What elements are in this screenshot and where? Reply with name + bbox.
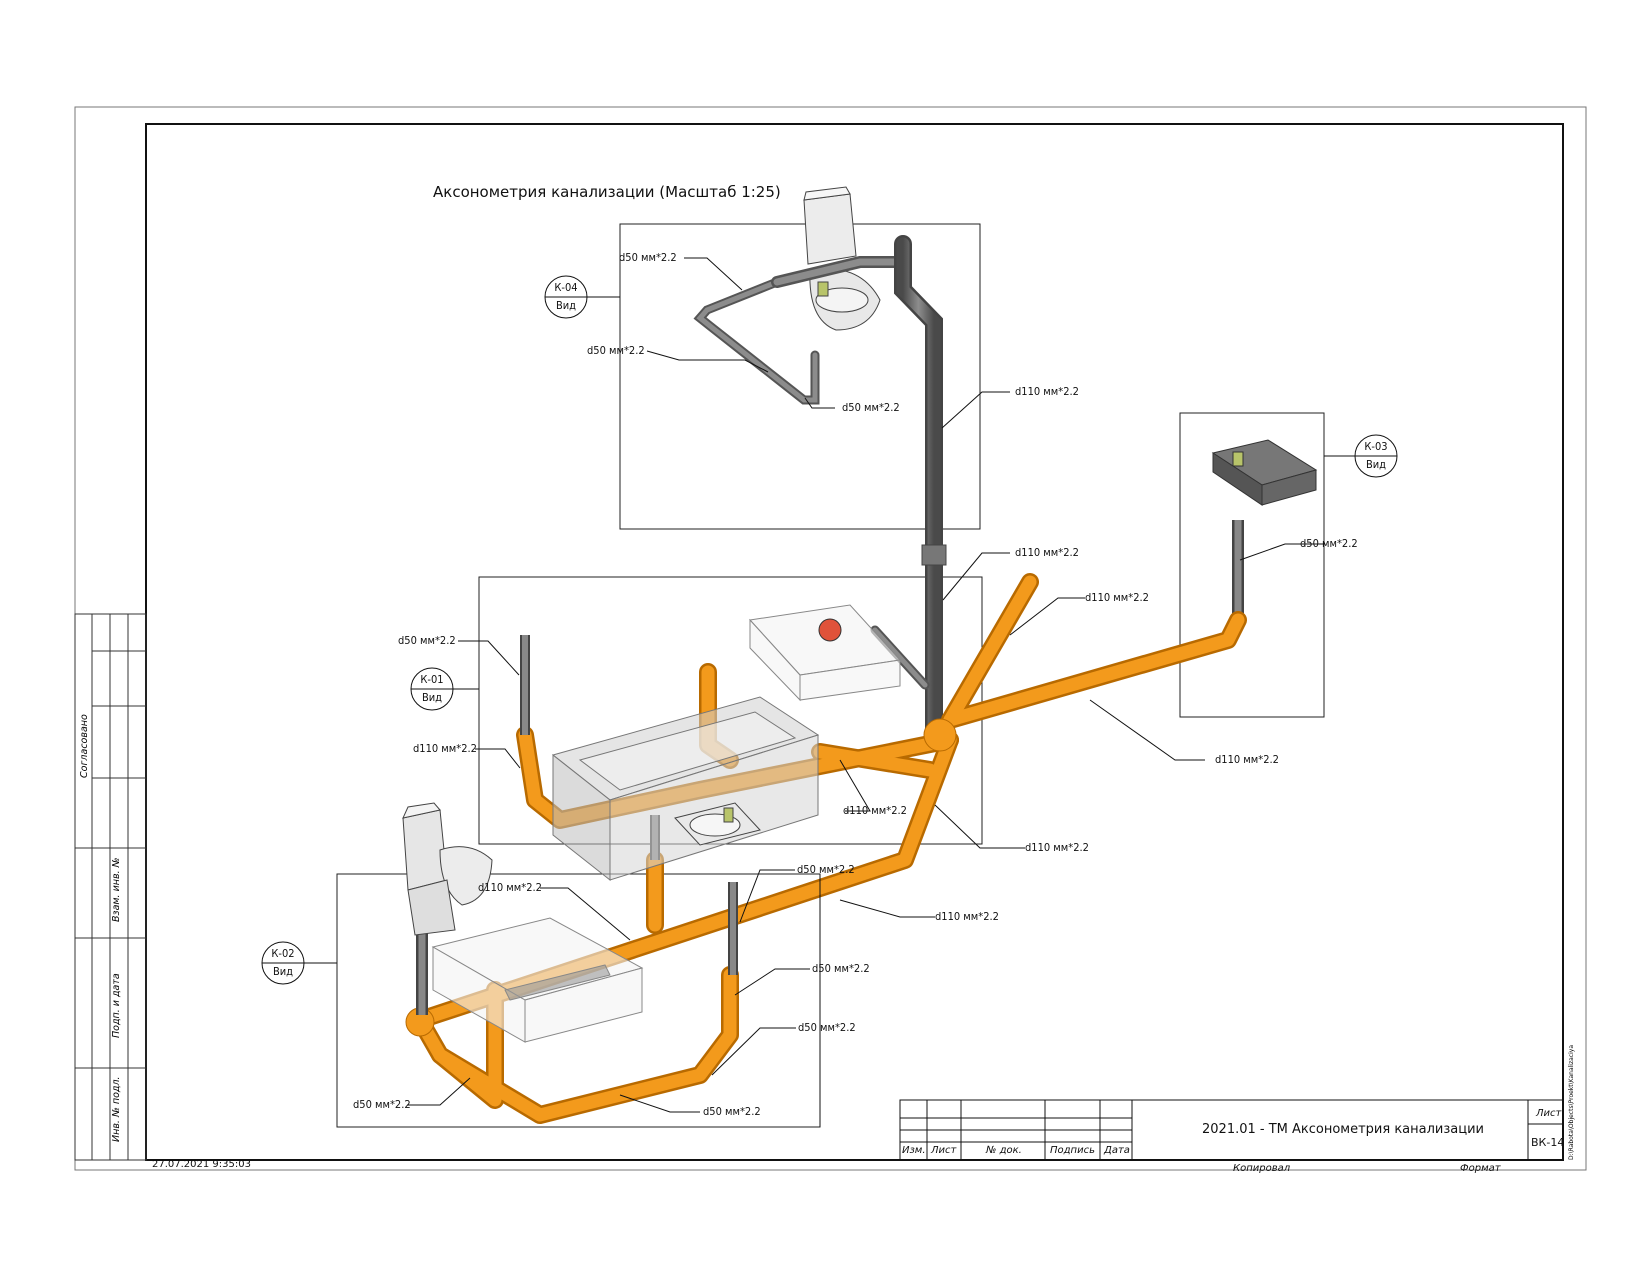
view-tag-k04[interactable]: К-04 [554,281,578,294]
k02-toilet [402,802,493,936]
view-tags [261,275,1398,985]
pipe-label: d110 мм*2.2 [1015,546,1079,559]
tb-drawing-name: 2021.01 - ТМ Аксонометрия канализации [1202,1122,1485,1137]
side-agreed-label: Согласовано [79,714,90,778]
timestamp: 27.07.2021 9:35:03 [152,1159,251,1170]
tb-header-sign: Подпись [1050,1145,1095,1156]
view-tag-k04-sub: Вид [555,299,577,312]
pipe-label: d50 мм*2.2 [812,962,870,975]
view-tag-k01[interactable]: К-01 [420,673,444,686]
pipe-label: d50 мм*2.2 [798,1021,856,1034]
tb-copied: Копировал [1233,1163,1291,1174]
side-row-label: Подп. и дата [111,973,122,1038]
k02-shower-tray [431,917,644,1043]
view-box-k04 [619,223,981,530]
pipe-label: d50 мм*2.2 [398,634,456,647]
tb-sheet-label: Лист [1536,1108,1562,1119]
side-block [74,613,147,1161]
pipe-label: d50 мм*2.2 [619,251,677,264]
view-tag-k03[interactable]: К-03 [1364,440,1388,453]
side-path: D:\Rabota\Objects\Proekt\Kanalizaciya [1568,1045,1575,1160]
side-row-label: Взам. инв. № [111,857,122,922]
tb-header-date: Дата [1104,1145,1130,1156]
pipe-label: d50 мм*2.2 [353,1098,411,1111]
title-block [899,1099,1564,1161]
k01-sink-box [749,604,901,702]
view-box-k03 [1179,412,1325,718]
pipe-label: d110 мм*2.2 [935,910,999,923]
pipe-label: d50 мм*2.2 [703,1105,761,1118]
view-tag-k02-sub: Вид [272,965,294,978]
k03-sink [1211,439,1318,506]
tb-sheet-number: ВК-14 [1531,1136,1565,1149]
pipe-label: d50 мм*2.2 [797,863,855,876]
view-tag-k03-sub: Вид [1365,458,1387,471]
pipe-label: d50 мм*2.2 [1300,537,1358,550]
riser-fitting [921,544,947,566]
view-tag-k02[interactable]: К-02 [271,947,295,960]
k01-washbasin [674,802,761,846]
k04-toilet [803,186,881,331]
pipe-label: d110 мм*2.2 [1015,385,1079,398]
pipe-label: d110 мм*2.2 [1215,753,1279,766]
pipe-label: d50 мм*2.2 [587,344,645,357]
side-row-label: Инв. № подл. [111,1076,122,1142]
k04-gray-pipes [693,235,943,749]
tb-header-doc: № док. [986,1145,1022,1156]
pipe-label: d110 мм*2.2 [1025,841,1089,854]
pipe-label: d110 мм*2.2 [1085,591,1149,604]
floor-drain [818,618,842,642]
view-tag-k01-sub: Вид [421,691,443,704]
tb-header-izm: Изм. [902,1145,926,1156]
tb-format: Формат [1460,1163,1501,1174]
k01-bathtub [551,696,820,882]
pipe-label: d50 мм*2.2 [842,401,900,414]
drawing-title: Аксонометрия канализации (Масштаб 1:25) [433,183,781,201]
tb-header-list: Лист [931,1145,957,1156]
pipe-label: d110 мм*2.2 [843,804,907,817]
pipe-label: d110 мм*2.2 [478,881,542,894]
pipe-label: d110 мм*2.2 [413,742,477,755]
leader-lines [407,257,1325,1127]
